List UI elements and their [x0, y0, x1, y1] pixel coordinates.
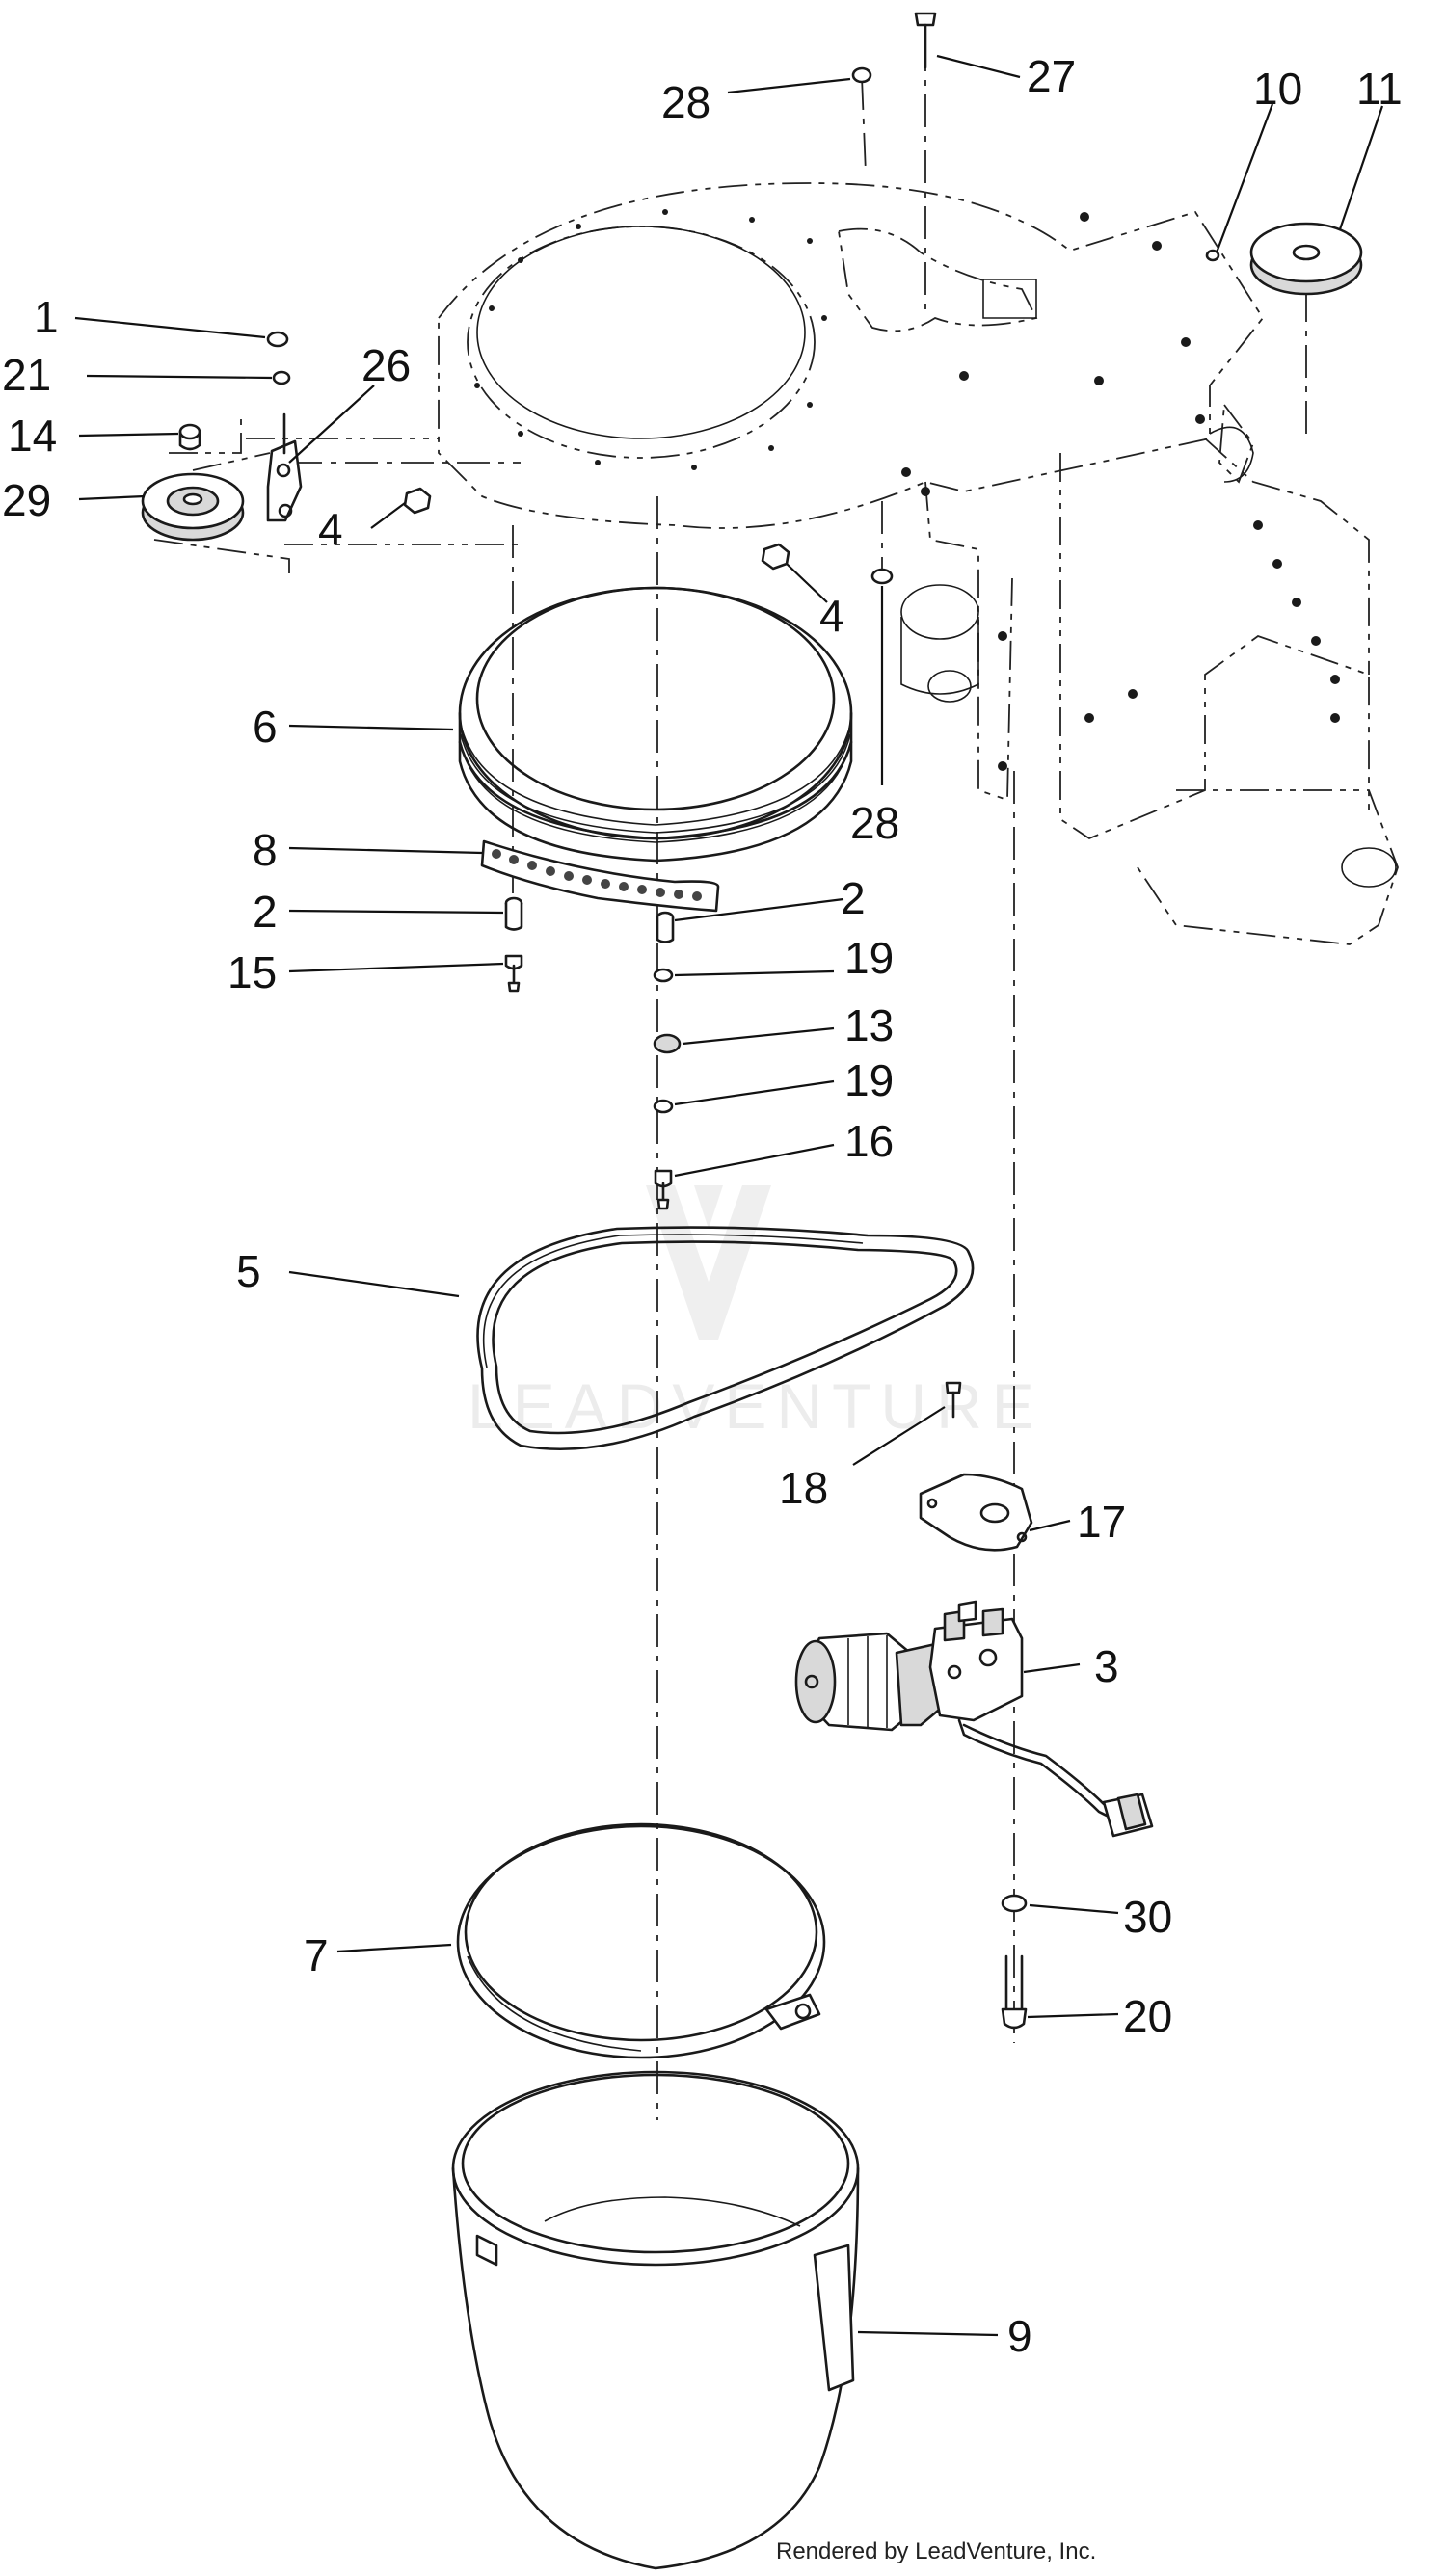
callout-5: 5 — [236, 1246, 261, 1296]
callout-10: 10 — [1253, 64, 1302, 114]
part-26-bracket — [266, 412, 303, 522]
part-18-screw — [945, 1381, 962, 1419]
callout-6: 6 — [253, 702, 278, 752]
callout-11: 11 — [1356, 64, 1403, 114]
callout-15: 15 — [228, 947, 277, 997]
callout-14: 14 — [8, 411, 57, 461]
bracket-phantom-lines — [153, 414, 525, 573]
part-30-washer — [1001, 1894, 1028, 1913]
callouts: 28 27 10 11 1 21 26 14 29 4 4 28 6 8 2 2… — [2, 51, 1403, 2361]
part-16-bolt — [654, 1169, 673, 1210]
part-14-spacer — [178, 423, 201, 451]
callout-2-left: 2 — [253, 887, 278, 937]
callout-28-lower: 28 — [850, 798, 899, 848]
callout-30: 30 — [1123, 1892, 1172, 1942]
part-27-bolt — [914, 12, 937, 69]
callout-16: 16 — [844, 1116, 894, 1166]
housing-frame — [438, 182, 1399, 945]
callout-17: 17 — [1077, 1497, 1126, 1547]
callout-1: 1 — [34, 292, 59, 342]
rendered-by-credit: Rendered by LeadVenture, Inc. — [776, 2538, 1096, 2564]
callout-13: 13 — [844, 1000, 894, 1050]
part-19-washer-top — [653, 968, 674, 983]
callout-18: 18 — [779, 1463, 828, 1513]
part-28-washer-top — [851, 66, 872, 84]
part-17-plate — [919, 1473, 1033, 1552]
callout-26: 26 — [362, 340, 411, 390]
part-9-bowl — [451, 2070, 860, 2570]
callout-3: 3 — [1094, 1641, 1119, 1691]
callout-8: 8 — [253, 825, 278, 875]
part-10-pin — [1205, 249, 1220, 262]
callout-19-bottom: 19 — [844, 1055, 894, 1105]
watermark: LEADVENTURE — [468, 1185, 1044, 1442]
callout-2-right: 2 — [841, 873, 866, 923]
part-19-washer-bottom — [653, 1099, 674, 1114]
callout-19-top: 19 — [844, 933, 894, 983]
part-2-spacer-right — [656, 911, 675, 943]
callout-4-left: 4 — [318, 504, 343, 554]
center-line-28a — [861, 76, 867, 174]
watermark-text: LEADVENTURE — [468, 1370, 1044, 1442]
watermark-logo-icon — [646, 1185, 771, 1340]
part-5-belt — [476, 1226, 975, 1450]
callout-27: 27 — [1027, 51, 1076, 101]
part-20-bolt — [1001, 1954, 1028, 2030]
part-15-bolt — [504, 954, 523, 993]
callout-9: 9 — [1007, 2311, 1032, 2361]
part-4-nut-right — [761, 543, 790, 571]
part-29-idler-pulley — [141, 472, 245, 542]
part-7-clamp-band — [456, 1822, 826, 2059]
part-6-ring-gear — [458, 586, 853, 863]
part-21-lock-washer — [272, 370, 291, 385]
part-8-segment-strip — [480, 839, 720, 913]
part-2-spacer-left — [504, 896, 523, 931]
part-28-washer-lower — [870, 568, 894, 585]
part-1-washer — [266, 331, 289, 348]
callout-20: 20 — [1123, 1991, 1172, 2041]
callout-4-right: 4 — [819, 591, 844, 641]
callout-29: 29 — [2, 475, 51, 525]
callout-21: 21 — [2, 350, 51, 400]
callout-7: 7 — [304, 1930, 329, 1980]
part-11-pulley — [1249, 222, 1363, 296]
leader-lines — [74, 54, 1384, 2337]
part-4-nut-left — [403, 487, 432, 515]
part-13-washer — [653, 1033, 682, 1054]
callout-28-top: 28 — [661, 77, 710, 127]
part-3-motor — [794, 1600, 1154, 1838]
